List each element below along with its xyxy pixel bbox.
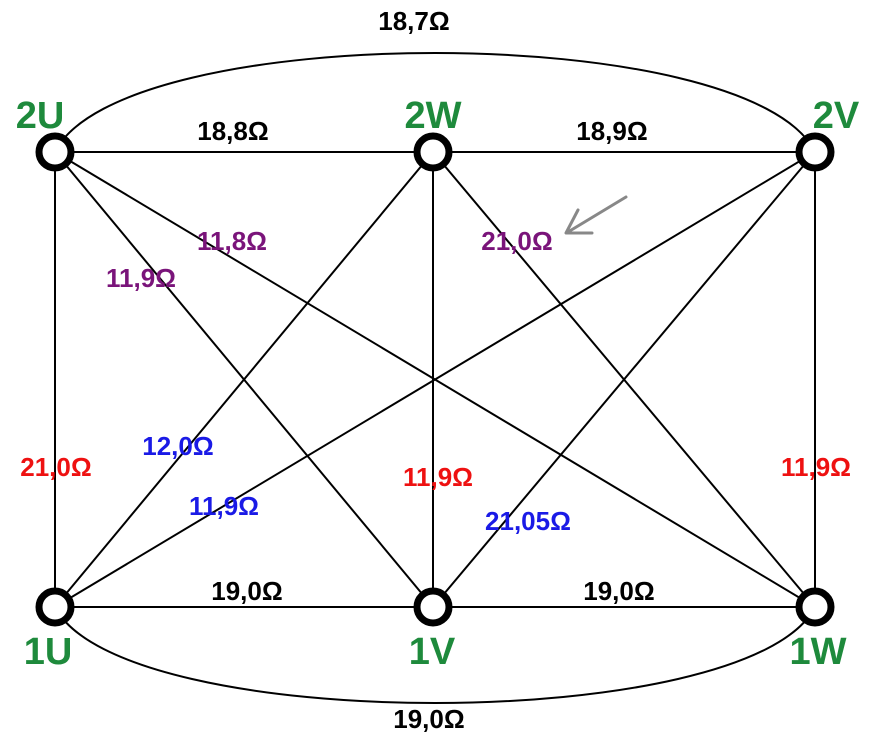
node-label-2u: 2U (16, 95, 65, 137)
res-label-2u-2v-arc: 18,7Ω (378, 6, 449, 36)
res-label-2u-1w: 11,8Ω (197, 226, 267, 256)
node-label-1u: 1U (24, 631, 73, 673)
edge-2v-1v (432, 151, 816, 608)
arrow-shaft (566, 195, 628, 234)
res-label-2w-2v: 18,9Ω (576, 116, 647, 146)
node-1w[interactable] (795, 587, 835, 627)
res-label-1u-2v: 11,9Ω (189, 491, 259, 521)
res-label-1u-2w: 12,0Ω (142, 431, 213, 461)
res-label-1u-1v: 19,0Ω (211, 576, 282, 606)
edges (54, 52, 816, 704)
res-label-1v-1w: 19,0Ω (583, 576, 654, 606)
resistance-labels: 18,7Ω 18,8Ω 18,9Ω 11,8Ω 11,9Ω 21,0Ω 21,0… (20, 6, 851, 734)
res-label-1w-2v: 11,9Ω (781, 452, 851, 482)
res-label-2u-2w: 18,8Ω (197, 116, 268, 146)
arrow-head (564, 208, 594, 235)
res-label-1u-1w-arc: 19,0Ω (393, 704, 464, 734)
edge-2v-1u (54, 151, 816, 608)
res-label-2w-1w: 21,0Ω (481, 226, 552, 256)
node-2w[interactable] (413, 132, 453, 172)
node-label-1v: 1V (409, 631, 456, 673)
edge-2w-1u (54, 151, 434, 608)
node-label-2v: 2V (813, 95, 860, 137)
node-labels: 2U 2W 2V 1U 1V 1W (16, 95, 860, 673)
node-label-2w: 2W (405, 95, 462, 137)
res-label-2u-1v: 11,9Ω (106, 263, 176, 293)
edge-1u-1w-arc (54, 606, 816, 704)
res-label-1v-2v: 21,05Ω (485, 506, 571, 536)
node-2u[interactable] (35, 132, 75, 172)
node-1v[interactable] (413, 587, 453, 627)
node-1u[interactable] (35, 587, 75, 627)
nodes (35, 132, 835, 627)
res-label-1v-2w: 11,9Ω (403, 462, 473, 492)
node-2v[interactable] (795, 132, 835, 172)
arrow-annotation (564, 195, 628, 235)
edge-2u-2v-arc (54, 52, 816, 153)
node-label-1w: 1W (790, 631, 847, 673)
res-label-1u-2u: 21,0Ω (20, 452, 91, 482)
